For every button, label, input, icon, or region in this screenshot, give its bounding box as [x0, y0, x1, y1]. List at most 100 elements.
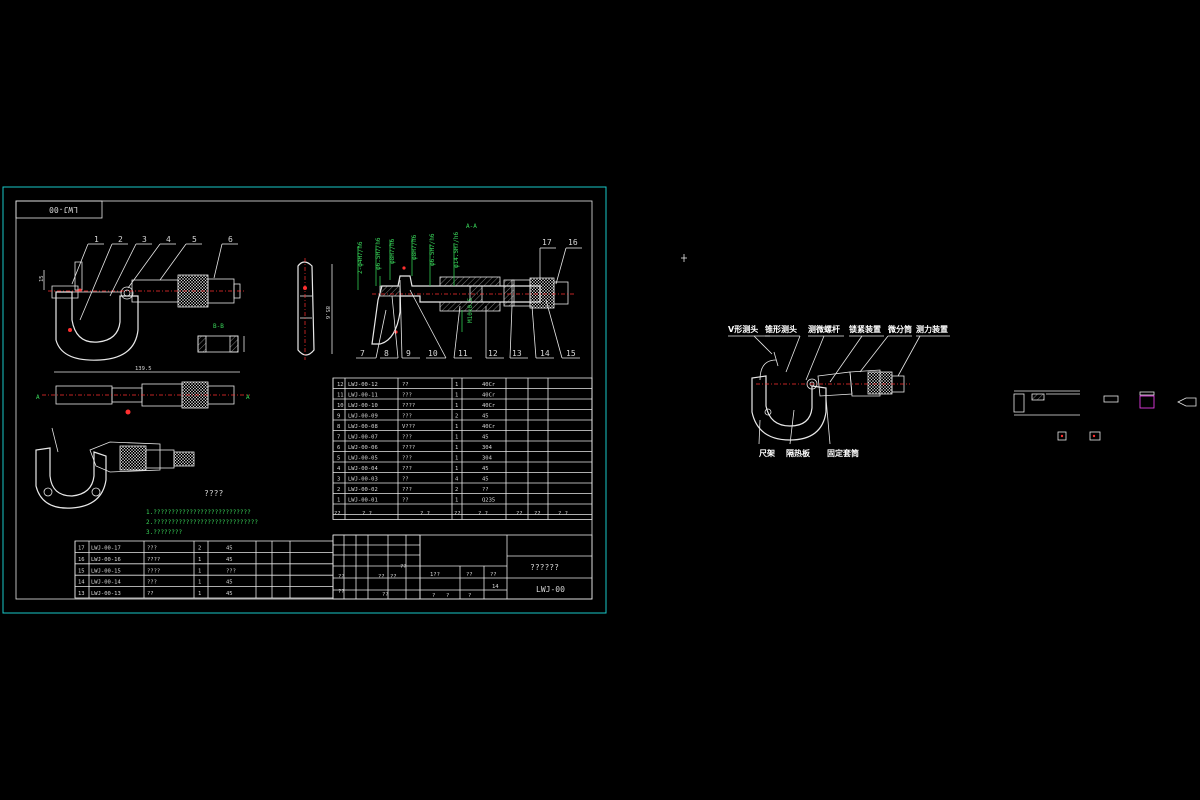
top-view: 139.5 A A	[36, 366, 250, 415]
bom-no: 9	[337, 414, 340, 420]
bom-qty: 4	[455, 477, 459, 483]
bom-row: 11 LWJ-00-11??? 1 40Cr	[337, 393, 496, 399]
label-b-b: B-B	[213, 323, 224, 330]
title-cell-b: ??	[378, 574, 385, 580]
view-arrow-a-right: A	[246, 394, 250, 401]
title-cell-g: ??	[490, 572, 497, 578]
leader-4: 4	[166, 235, 171, 244]
detail-b-b: B-B	[197, 323, 245, 353]
bom-mat: 45	[482, 466, 489, 472]
svg-text:固定套筒: 固定套筒	[827, 448, 859, 458]
bom-mat: 304	[482, 456, 493, 462]
title-cell-f: ??	[466, 572, 473, 578]
svg-text:锁紧装置: 锁紧装置	[849, 324, 881, 334]
leader-15: 15	[566, 349, 576, 358]
svg-text:2-φ4H7/h6: 2-φ4H7/h6	[357, 241, 364, 274]
bom-code: LWJ-00-06	[348, 445, 378, 451]
bom-qty: 1	[455, 382, 458, 388]
bom-header-cell: ? ?	[420, 511, 430, 517]
bom-header-cell: ??	[516, 511, 523, 517]
svg-text:微分筒: 微分筒	[887, 324, 912, 334]
bom-no: 5	[337, 456, 340, 462]
bom-qty: 1	[455, 498, 458, 504]
title-cell-d: ??	[382, 592, 389, 598]
svg-text:φ8H7/h6: φ8H7/h6	[411, 234, 418, 260]
bom-name: ???	[402, 414, 412, 420]
side-view: 85.6	[297, 258, 333, 360]
bom-name: ????	[147, 557, 160, 563]
far-right-details	[1013, 390, 1197, 441]
bom-no: 3	[337, 477, 340, 483]
note-2: 2.?????????????????????????????	[146, 519, 258, 526]
bom-name: ???	[402, 393, 412, 399]
bom-name: ??	[402, 498, 409, 504]
fit-dimensions: 2-φ4H7/h6 φ6.5H7/h6 φ8H7/h6 φ8H7/h6 φ6.5…	[357, 231, 474, 323]
bom-qty: 1	[455, 435, 458, 441]
dim-139-5: 139.5	[135, 366, 152, 372]
bom-qty: 1	[198, 591, 201, 597]
svg-text:V形测头: V形测头	[728, 324, 758, 334]
bom-mat: 40Cr	[482, 393, 496, 399]
bom-qty: 2	[198, 546, 201, 552]
svg-text:隔热板: 隔热板	[786, 448, 811, 458]
bom-mat: 45	[482, 477, 489, 483]
bom-qty: 1	[198, 580, 201, 586]
leader-17: 17	[542, 238, 552, 247]
leader-10: 10	[428, 349, 438, 358]
bom-qty: 1	[455, 456, 458, 462]
note-1: 1.???????????????????????????	[146, 509, 251, 516]
bom-code: LWJ-00-07	[348, 435, 378, 441]
bom-name: ????	[402, 445, 415, 451]
bom-code: LWJ-00-11	[348, 393, 378, 399]
bom-mat: 45	[226, 580, 233, 586]
bom-mat: 45	[226, 546, 233, 552]
leader-9: 9	[406, 349, 411, 358]
leader-7: 7	[360, 349, 365, 358]
bom-mat: Q235	[482, 498, 495, 504]
dim-85-6: 85.6	[324, 306, 330, 319]
bom-qty: 2	[455, 487, 458, 493]
bom-no: 12	[337, 382, 344, 388]
bom-qty: 1	[455, 393, 458, 399]
bom-code: LWJ-00-15	[91, 568, 121, 574]
bom-mat: 40Cr	[482, 382, 496, 388]
leader-3: 3	[142, 235, 147, 244]
bom-mat: ??	[482, 487, 489, 493]
bom-name: ???	[402, 487, 412, 493]
bom-code: LWJ-00-08	[348, 424, 378, 430]
bom-no: 2	[337, 487, 340, 493]
bom-no: 11	[337, 393, 344, 399]
bom-code: LWJ-00-01	[348, 498, 378, 504]
bom-no: 15	[78, 568, 85, 574]
bom-mat: 45	[226, 591, 233, 597]
svg-text:φ6.5H7/h6: φ6.5H7/h6	[429, 233, 436, 266]
leader-12: 12	[488, 349, 498, 358]
svg-text:φ8H7/h6: φ8H7/h6	[389, 238, 396, 264]
bom-header-cell: ? ?	[362, 511, 372, 517]
bom-mat: 40Cr	[482, 403, 496, 409]
bom-header-cell: ??	[334, 511, 341, 517]
bom-name: ???	[402, 435, 412, 441]
bom-qty: 1	[455, 424, 458, 430]
svg-text:测力装置: 测力装置	[916, 324, 948, 334]
svg-text:尺架: 尺架	[759, 448, 775, 458]
title-cell-m: ?	[468, 593, 471, 599]
svg-text:M10x0.5: M10x0.5	[467, 297, 474, 323]
leader-group-left: 1 2 3 4 5 6	[71, 235, 238, 321]
bom-qty: 2	[455, 414, 458, 420]
right-annotated-view: V形测头 锥形测头 测微螺杆 锁紧装置 微分筒 测力装置 尺架 隔热板 固定套筒	[681, 254, 950, 458]
